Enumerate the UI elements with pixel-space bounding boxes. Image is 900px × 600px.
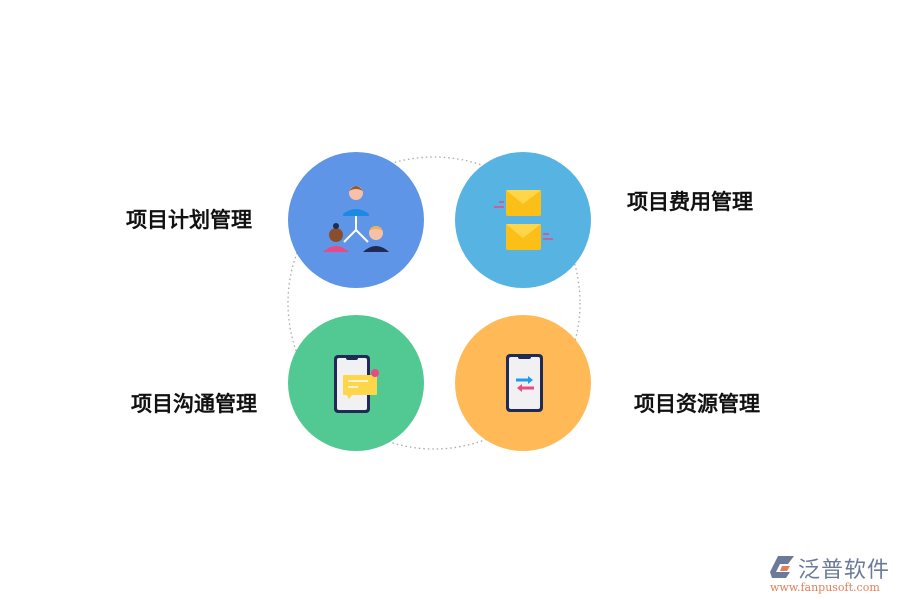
logo-url: www.fanpusoft.com xyxy=(770,581,880,594)
logo-mark-icon xyxy=(770,556,794,578)
team-hierarchy-icon xyxy=(323,186,389,252)
label-resource: 项目资源管理 xyxy=(634,392,760,416)
phone-message-icon xyxy=(334,355,379,413)
phone-transfer-icon xyxy=(506,354,543,412)
item-circle-plan xyxy=(288,152,424,288)
label-communication: 项目沟通管理 xyxy=(131,392,257,416)
envelopes-icon xyxy=(494,190,553,250)
label-plan: 项目计划管理 xyxy=(126,208,252,232)
item-circle-communication xyxy=(288,315,424,451)
item-circle-cost xyxy=(455,152,591,288)
item-circle-resource xyxy=(455,315,591,451)
label-cost: 项目费用管理 xyxy=(627,190,753,214)
brand-logo: 泛普软件 www.fanpusoft.com xyxy=(768,552,898,598)
logo-name: 泛普软件 xyxy=(798,558,891,583)
connecting-dotted-ring xyxy=(287,156,581,450)
